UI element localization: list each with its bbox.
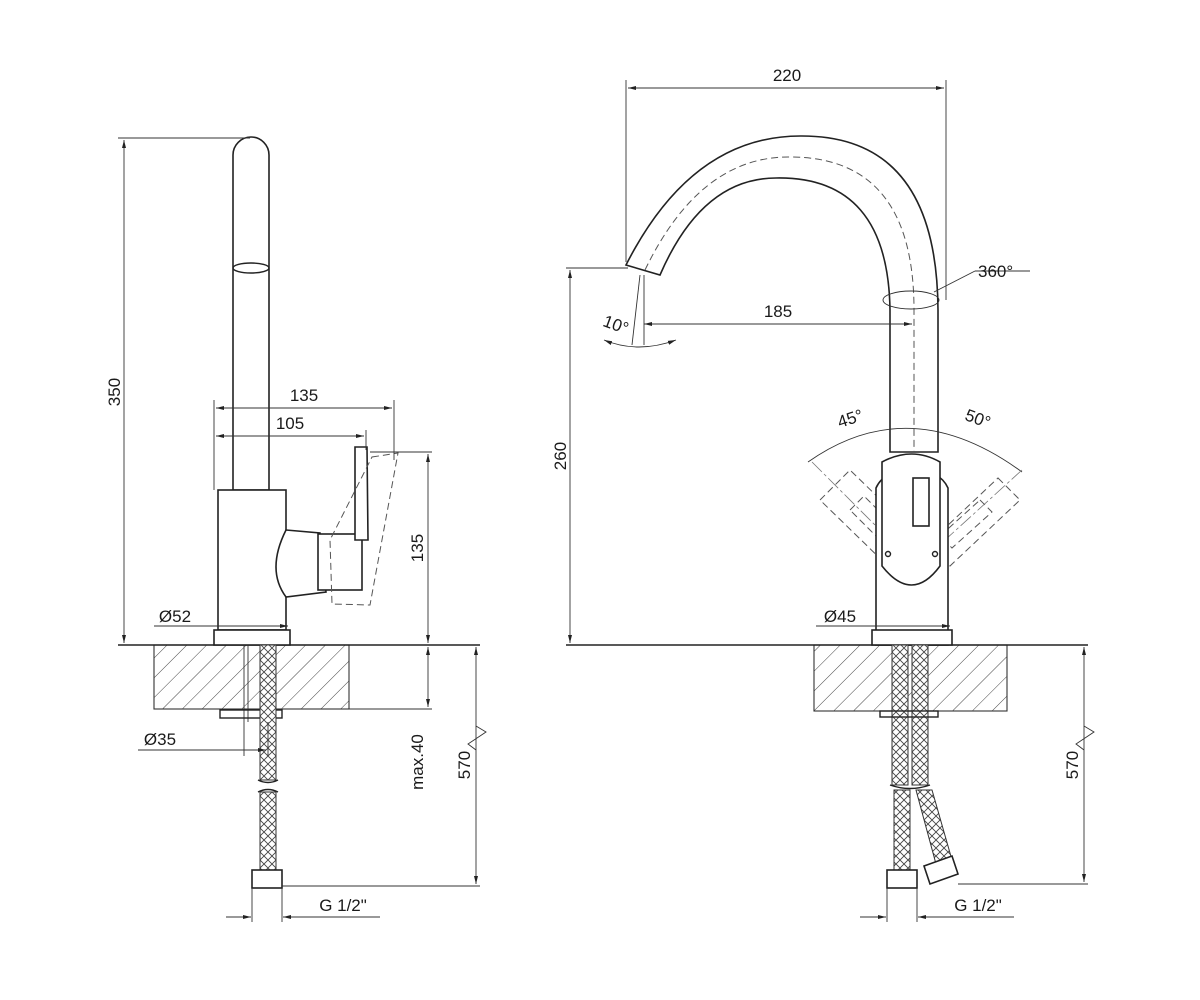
front-hose-break [889, 784, 931, 790]
arc-10 [603, 339, 677, 348]
front-hose-right [911, 644, 929, 786]
front-hose-fitting-left [886, 869, 918, 889]
dim-label-d35: Ø35 [144, 730, 176, 749]
front-hose-left-lower [893, 789, 911, 873]
front-swivel-ellipse [882, 290, 940, 310]
side-hose-break [257, 779, 279, 793]
side-view: 350 135 105 135 Ø52 Ø35 max.40 570 [105, 136, 487, 922]
front-handle-swing-arc [807, 428, 1023, 473]
front-spout-centerline [644, 156, 915, 452]
front-mount-plate [879, 710, 939, 718]
front-view: 220 360° 185 10° 260 45° 50° Ø45 570 [551, 66, 1095, 922]
dim-label-135-outer: 135 [290, 386, 318, 405]
front-hose-right-lower [915, 789, 953, 865]
side-handle-lever [354, 446, 369, 541]
front-hose-left [891, 644, 909, 786]
dim-label-220: 220 [773, 66, 801, 85]
dim-label-570-side: 570 [455, 751, 474, 779]
label-10: 10° [601, 312, 632, 339]
dim-label-185: 185 [764, 302, 792, 321]
side-spout [232, 136, 270, 491]
label-45: 45° [835, 406, 865, 432]
front-countertop [813, 644, 1008, 712]
front-handle-alt-right [927, 477, 1021, 567]
dim-label-g12-side: G 1/2" [319, 896, 367, 915]
dim-label-g12-front: G 1/2" [954, 896, 1002, 915]
side-handle-alt-position [329, 452, 399, 606]
front-hose-fitting-right [922, 854, 960, 886]
side-mount-nut [219, 709, 283, 719]
side-base-ring [213, 629, 291, 646]
front-handle-front [881, 453, 941, 586]
side-hose-upper [259, 644, 277, 781]
leader-360 [933, 270, 976, 293]
side-hose-lower [259, 791, 277, 871]
dim-label-105: 105 [276, 414, 304, 433]
front-base-ring [871, 629, 953, 646]
front-spout [624, 135, 939, 453]
front-handle-dot-left [884, 550, 892, 558]
dim-label-max40: max.40 [408, 734, 427, 790]
dim-label-570-front: 570 [1063, 751, 1082, 779]
dim-label-260: 260 [551, 442, 570, 470]
dim-label-135-height: 135 [408, 534, 427, 562]
side-hose-fitting [251, 869, 283, 889]
front-handle-alt-left [819, 469, 923, 571]
label-50: 50° [963, 406, 994, 433]
front-handle-dot-right [931, 550, 939, 558]
side-body [217, 489, 287, 631]
dim-label-d52: Ø52 [159, 607, 191, 626]
side-cartridge [275, 529, 327, 598]
dim-label-350: 350 [105, 378, 124, 406]
side-handle-hub [317, 533, 363, 591]
label-360: 360° [978, 262, 1013, 281]
side-countertop [153, 644, 350, 710]
side-spout-ring [232, 262, 270, 274]
front-handle-lever [912, 477, 930, 527]
dim-label-d45: Ø45 [824, 607, 856, 626]
